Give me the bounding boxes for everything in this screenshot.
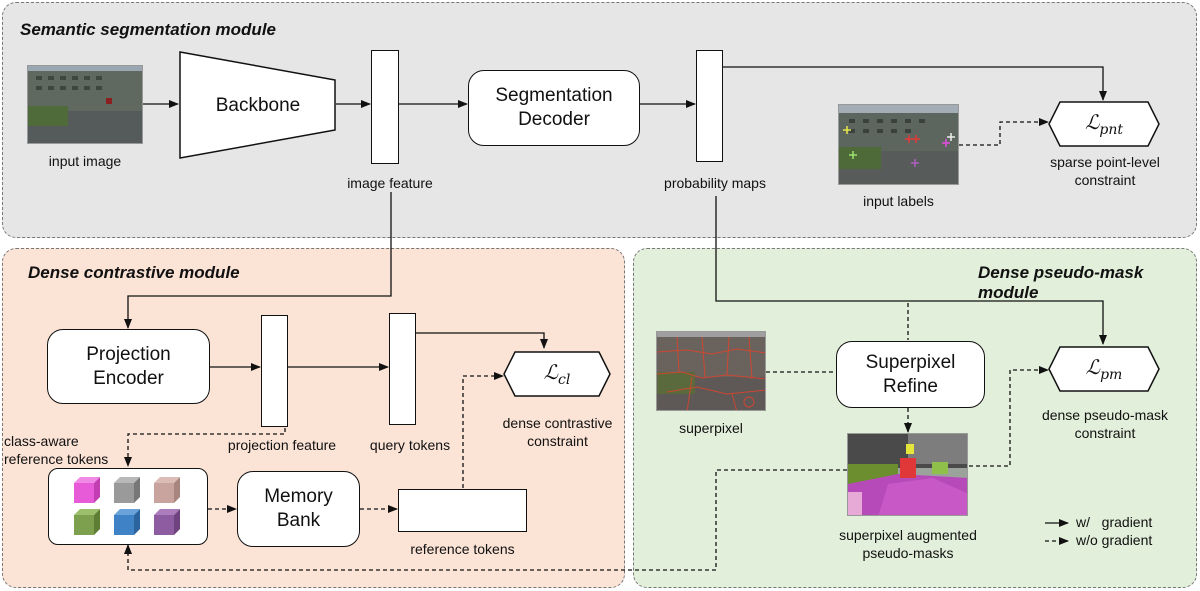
feature-to-projection-arrow [124,192,392,329]
labeled-street-picture [839,105,958,184]
legend-without-gradient: w/o gradient [1076,532,1153,548]
loss-pm-shape [1048,346,1160,392]
cube-blue [114,508,140,535]
backbone-shape [179,51,336,159]
reference-to-cl-arrow [462,372,504,488]
segmentation-decoder-block: Segmentation Decoder [468,70,640,146]
input-labels-label: input labels [863,193,934,209]
contrastive-module-title: Dense contrastive module [28,263,240,282]
cube-magenta [74,476,100,503]
superpixel-label: superpixel [679,420,743,436]
semantic-module-title: Semantic segmentation module [20,20,276,39]
segmentation-mask-picture [848,434,967,515]
labels-to-pnt-arrow [959,118,1049,146]
query-tokens-label: query tokens [369,437,451,453]
class-aware-tokens-label: class-aware reference tokens [4,433,109,467]
memory-bank-block: Memory Bank [237,471,360,547]
cube-green [74,508,100,535]
backbone-label: Backbone [215,95,301,116]
query-to-cl-arrow [416,332,548,349]
reference-tokens-label: reference tokens [410,541,515,557]
query-tokens-block [389,313,416,425]
loss-pnt-symbol: ℒpnt [1084,110,1123,138]
feature-to-class-tokens-arrow [124,428,286,467]
projection-feature-block [261,315,288,427]
cube-gray [114,476,140,503]
probability-maps-block [696,50,723,162]
class-aware-tokens-block [48,468,208,545]
sparse-constraint-label: sparse point-level constraint [1050,154,1160,188]
masks-to-class-tokens-arrow [124,469,847,571]
token-cubes [74,476,180,535]
loss-pm-symbol: ℒpm [1085,355,1123,383]
cube-purple [154,508,180,535]
loss-pnt-shape [1048,101,1160,147]
city-street-picture [28,66,142,143]
projection-feature-label: projection feature [227,437,337,453]
probability-to-pm-arrow [715,196,1107,345]
superpixel-picture [657,332,765,410]
pseudo-module-title: Dense pseudo-mask module [978,263,1144,302]
superpixel-thumbnail [656,331,766,411]
loss-cl-symbol: ℒcl [543,360,571,388]
pseudo-mask-thumbnail [847,433,968,516]
dense-contrastive-constraint-label: dense contrastive constraint [502,415,613,449]
dense-pm-constraint-label: dense pseudo-mask constraint [1041,407,1169,441]
image-feature-label: image feature [347,175,433,191]
legend-with-gradient: w/ gradient [1076,514,1153,530]
cube-rose [154,476,180,503]
masks-to-pm-arrow [969,366,1049,467]
superpixel-refine-block: Superpixel Refine [836,341,985,408]
projection-encoder-block: Projection Encoder [47,329,210,404]
input-image-thumbnail [27,65,143,144]
input-image-label: input image [48,153,122,169]
loss-cl-shape [503,351,611,397]
image-feature-block [371,50,399,164]
input-labels-thumbnail [838,104,959,185]
augmented-masks-label: superpixel augmented pseudo-masks [839,527,977,561]
reference-tokens-block [398,489,527,532]
probability-maps-label: probability maps [664,175,766,191]
probability-to-pnt-arrow [722,66,1107,101]
